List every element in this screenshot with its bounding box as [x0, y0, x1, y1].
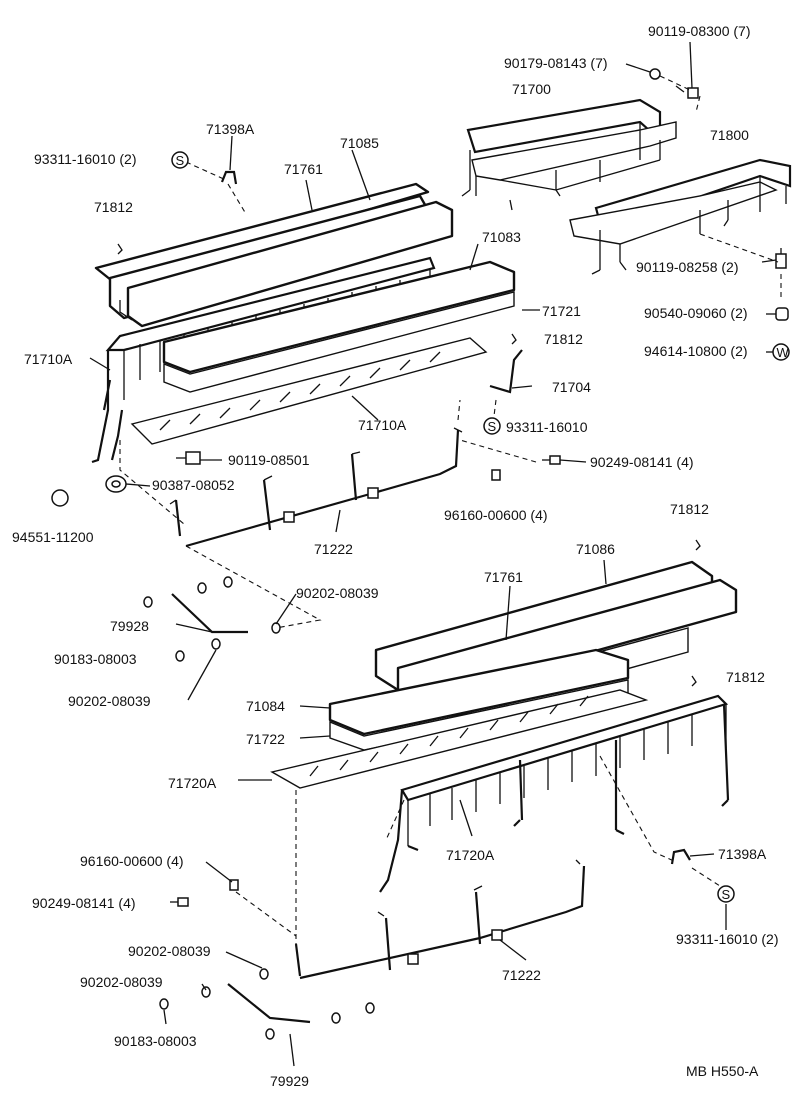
nut-90179-08143 — [649, 68, 661, 80]
seat-board-lower — [270, 689, 649, 789]
label-90202-08039-c: 90202-08039 — [128, 943, 211, 959]
label-90183-08003-b: 90183-08003 — [114, 1033, 197, 1049]
hook-71704 — [489, 349, 523, 394]
clip-71812-c — [695, 539, 701, 551]
label-93311-16010-mid: 93311-16010 — [506, 419, 588, 435]
bolt-90119-08300 — [675, 85, 699, 99]
label-90119-08300: 90119-08300 (7) — [648, 23, 750, 39]
support-rail-71222-upper — [169, 427, 463, 548]
hook-71398A-lower — [670, 848, 691, 865]
label-71222-top: 71222 — [314, 541, 353, 557]
label-79929: 79929 — [270, 1073, 309, 1089]
label-90249-08141-bottom: 90249-08141 (4) — [32, 895, 136, 911]
label-71086: 71086 — [576, 541, 615, 557]
label-90202-08039-b: 90202-08039 — [68, 693, 151, 709]
clip-letter: S — [722, 887, 731, 902]
seat-board-upper — [130, 337, 488, 445]
label-96160-00600-top: 96160-00600 (4) — [444, 507, 548, 523]
collar-90540-09060 — [775, 307, 789, 321]
clip-93311-lower: S — [717, 885, 735, 903]
bolt-90249-08141-lower — [170, 897, 189, 907]
seat-cushion-71083 — [162, 260, 516, 393]
seat-frame-71800 — [569, 158, 792, 275]
label-90119-08501: 90119-08501 — [228, 452, 310, 468]
label-94614-10800: 94614-10800 (2) — [644, 343, 748, 359]
label-94551-11200: 94551-11200 — [12, 529, 94, 545]
label-90202-08039-d: 90202-08039 — [80, 974, 163, 990]
label-71398A-top: 71398A — [206, 121, 255, 137]
label-71720A-mid: 71720A — [446, 847, 495, 863]
label-93311-16010-bottom: 93311-16010 (2) — [676, 931, 778, 947]
label-71700: 71700 — [512, 81, 551, 97]
label-71222-bottom: 71222 — [502, 967, 541, 983]
seat-frame-71720A-lower — [379, 694, 730, 893]
bushing-90387-08052 — [105, 475, 127, 493]
label-90249-08141-top: 90249-08141 (4) — [590, 454, 694, 470]
label-71812-a: 71812 — [94, 199, 133, 215]
nut-96160-lower — [229, 879, 239, 891]
label-71812-c: 71812 — [670, 501, 709, 517]
clip-93311-upper: S — [171, 151, 189, 169]
label-71398A-bottom: 71398A — [718, 846, 767, 862]
label-71761-top: 71761 — [284, 161, 323, 177]
label-90387-08052: 90387-08052 — [152, 477, 235, 493]
nut-96160-upper — [491, 469, 501, 481]
support-rail-71222-lower — [294, 859, 586, 980]
washer-letter: W — [777, 345, 790, 360]
hook-71398A-upper — [220, 170, 238, 185]
bar-79929 — [227, 983, 311, 1024]
label-90179-08143: 90179-08143 (7) — [504, 55, 608, 71]
bolt-90249-08141-upper — [542, 455, 561, 465]
label-71722: 71722 — [246, 731, 285, 747]
seat-frame-71700 — [461, 98, 677, 211]
label-71720A-left: 71720A — [168, 775, 217, 791]
label-71085: 71085 — [340, 135, 379, 151]
back-cushion-71761-upper — [94, 182, 454, 328]
bolt-90119-08258 — [775, 248, 787, 269]
label-71084: 71084 — [246, 698, 285, 714]
clip-letter: S — [176, 153, 185, 168]
label-71710A-left: 71710A — [24, 351, 73, 367]
label-90183-08003-a: 90183-08003 — [54, 651, 137, 667]
label-90540-09060: 90540-09060 (2) — [644, 305, 748, 321]
label-71812-b: 71812 — [544, 331, 583, 347]
bolt-90119-08501 — [176, 451, 201, 465]
label-79928: 79928 — [110, 618, 149, 634]
clip-71812-a — [117, 243, 123, 255]
label-71083: 71083 — [482, 229, 521, 245]
leader-lines — [89, 41, 777, 1067]
label-71704: 71704 — [552, 379, 591, 395]
label-71721: 71721 — [542, 303, 581, 319]
clip-93311-mid: S — [483, 417, 501, 435]
footer-code: MB H550-A — [686, 1063, 759, 1079]
label-71710A-mid: 71710A — [358, 417, 407, 433]
clip-71812-b — [511, 333, 517, 345]
part-labels: 90119-08300 (7) 90179-08143 (7) 71700 71… — [12, 23, 778, 1089]
label-93311-16010-top: 93311-16010 (2) — [34, 151, 136, 167]
label-71800: 71800 — [710, 127, 749, 143]
nuts-group-lower — [159, 968, 375, 1040]
clip-71812-d — [691, 675, 697, 687]
washer-94614-10800: W — [772, 343, 790, 361]
washer-94551-11200 — [51, 489, 69, 507]
label-96160-00600-bottom: 96160-00600 (4) — [80, 853, 184, 869]
label-71761-bottom: 71761 — [484, 569, 523, 585]
label-90202-08039-a: 90202-08039 — [296, 585, 379, 601]
nuts-group-upper — [143, 576, 281, 662]
label-71812-d: 71812 — [726, 669, 765, 685]
label-90119-08258: 90119-08258 (2) — [636, 259, 738, 275]
clip-letter: S — [488, 419, 497, 434]
